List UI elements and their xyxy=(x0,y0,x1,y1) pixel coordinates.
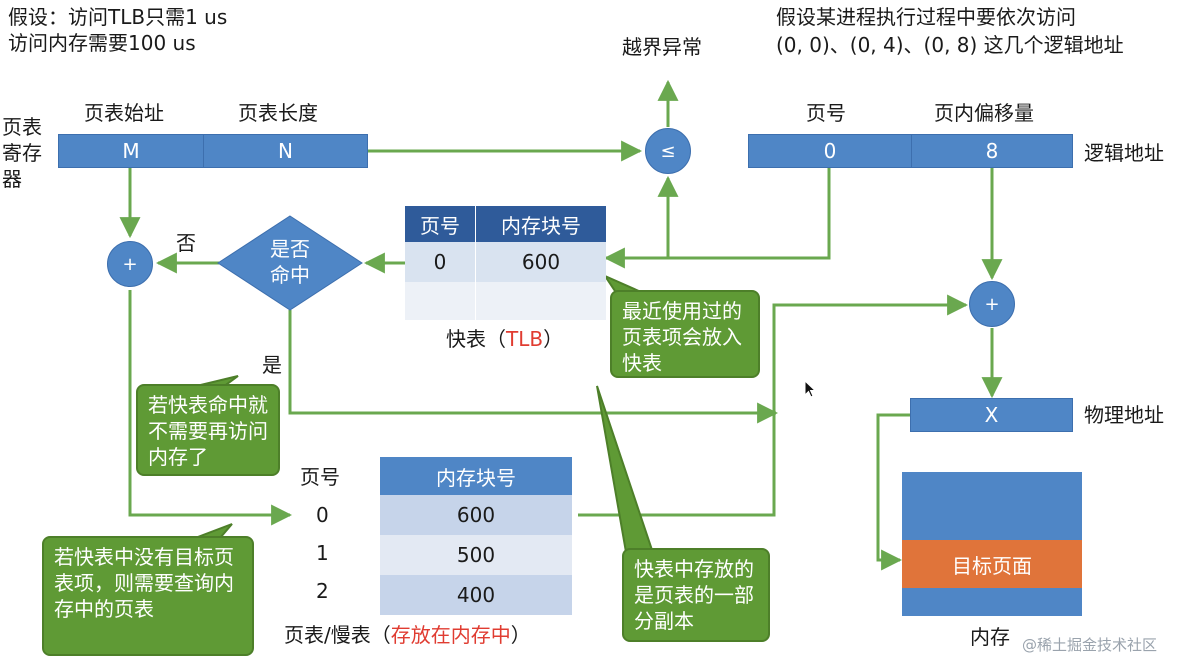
line-decision-yes xyxy=(288,310,779,424)
pagetable-page-2: 2 xyxy=(316,579,329,603)
ptr-length-header: 页表长度 xyxy=(238,101,318,125)
tlb-row-0-block: 600 xyxy=(475,242,606,282)
callout-copy: 快表中存放的是页表的一部分副本 xyxy=(622,548,770,642)
out-of-bounds-label: 越界异常 xyxy=(622,35,702,59)
callout-copy-pointer xyxy=(596,385,654,554)
tlb-table: 页号 内存块号 0 600 xyxy=(405,206,606,320)
callout-recent: 最近使用过的页表项会放入快表 xyxy=(610,290,760,378)
assumption-line-2: 访问内存需要100 us xyxy=(8,31,196,55)
ptr-side-label-1: 页表 xyxy=(2,115,42,139)
tlb-header-block: 内存块号 xyxy=(475,206,606,242)
decision-no-label: 否 xyxy=(176,231,196,255)
ptr-start-value: M xyxy=(58,134,204,168)
ptr-side-label-3: 器 xyxy=(2,167,22,191)
ptr-side-label-2: 寄存 xyxy=(2,141,42,165)
pagetable-caption-highlight: 存放在内存中 xyxy=(390,623,511,647)
memory-label: 内存 xyxy=(970,625,1010,649)
logical-page-value: 0 xyxy=(748,134,912,168)
pagetable-table: 内存块号 600 500 400 xyxy=(380,457,572,615)
process-note-line-1: 假设某进程执行过程中要依次访问 xyxy=(776,5,1076,29)
decision-yes-label: 是 xyxy=(262,353,282,377)
pagetable-page-0: 0 xyxy=(316,503,329,527)
tlb-caption-prefix: 快表（ xyxy=(446,327,506,351)
adder-right: + xyxy=(969,281,1015,327)
logical-address-label: 逻辑地址 xyxy=(1084,141,1164,165)
pagetable-page-1: 1 xyxy=(316,541,329,565)
mouse-cursor-icon xyxy=(804,380,816,398)
tlb-header-page: 页号 xyxy=(405,206,476,242)
decision-text-line-2: 命中 xyxy=(270,263,310,287)
adder-left: + xyxy=(107,241,153,287)
memory-target-page: 目标页面 xyxy=(902,540,1082,588)
physical-address-label: 物理地址 xyxy=(1084,403,1164,427)
assumption-line-1: 假设：访问TLB只需1 us xyxy=(8,5,228,29)
pagetable-caption-prefix: 页表/慢表（ xyxy=(284,623,391,647)
logical-page-header: 页号 xyxy=(806,101,846,125)
tlb-caption-highlight: TLB xyxy=(506,327,544,351)
logical-offset-header: 页内偏移量 xyxy=(934,101,1034,125)
callout-hit: 若快表命中就不需要再访问内存了 xyxy=(136,384,280,476)
tlb-caption: 快表（TLB） xyxy=(446,326,563,352)
line-adder-to-pagetable xyxy=(128,290,293,526)
ptr-start-header: 页表始址 xyxy=(84,101,164,125)
decision-text-line-1: 是否 xyxy=(270,237,310,261)
callout-miss: 若快表中没有目标页表项，则需要查询内存中的页表 xyxy=(42,536,254,656)
watermark: @稀土掘金技术社区 xyxy=(1022,636,1158,654)
pagetable-block-2: 400 xyxy=(380,575,572,615)
pagetable-block-0: 600 xyxy=(380,495,572,535)
tlb-caption-suffix: ） xyxy=(543,327,564,351)
pagetable-block-1: 500 xyxy=(380,535,572,575)
decision-diamond-shape xyxy=(217,215,363,311)
line-physical-to-memory xyxy=(876,413,910,571)
pagetable-block-header: 内存块号 xyxy=(380,457,572,495)
ptr-length-value: N xyxy=(203,134,368,168)
decision-text: 是否 命中 xyxy=(238,236,342,288)
physical-address-value: X xyxy=(910,398,1073,432)
tlb-row-1-block xyxy=(475,282,606,320)
process-note-line-2: (0, 0)、(0, 4)、(0, 8) 这几个逻辑地址 xyxy=(776,33,1124,57)
compare-node: ≤ xyxy=(645,128,691,174)
pagetable-caption-suffix: ） xyxy=(510,623,531,647)
logical-offset-value: 8 xyxy=(911,134,1073,168)
line-pagetable-to-adder xyxy=(578,294,969,517)
line-page-to-tlb xyxy=(603,168,831,269)
pagetable-page-header: 页号 xyxy=(300,465,340,489)
pagetable-caption: 页表/慢表（存放在内存中） xyxy=(284,622,531,648)
tlb-row-1-page xyxy=(405,282,476,320)
tlb-row-0-page: 0 xyxy=(405,242,476,282)
